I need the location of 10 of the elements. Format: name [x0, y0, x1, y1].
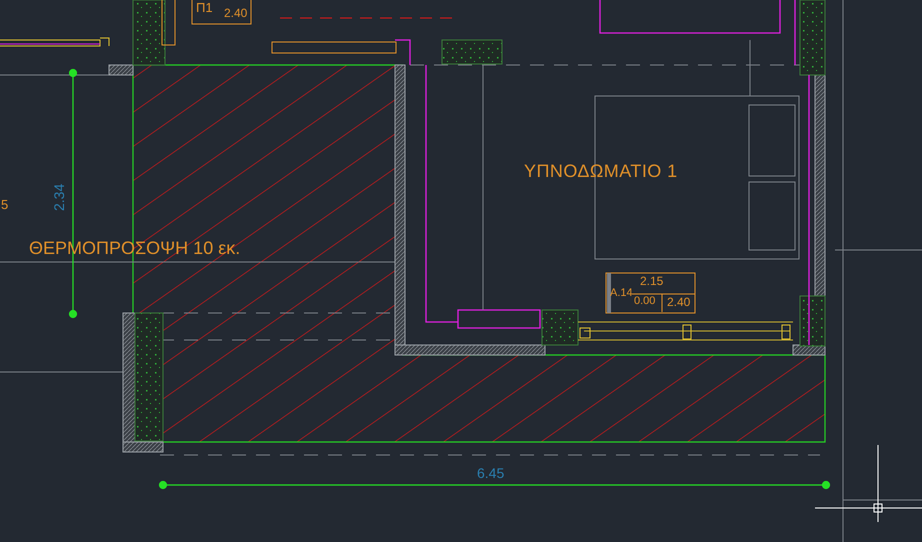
room-name: ΥΠΝΟΔΩΜΑΤΙΟ 1: [524, 162, 678, 180]
dimension-value: 6.45: [477, 466, 504, 480]
sill-height: 0.00: [634, 296, 656, 307]
room-code: Π1: [196, 1, 213, 14]
cut-text: 5: [1, 198, 8, 211]
window-code: A.14: [610, 288, 633, 299]
window-height: 2.40: [667, 296, 690, 308]
height-value: 2.40: [224, 7, 248, 19]
dimension-value: 2.34: [52, 184, 66, 211]
window-width: 2.15: [640, 275, 664, 287]
